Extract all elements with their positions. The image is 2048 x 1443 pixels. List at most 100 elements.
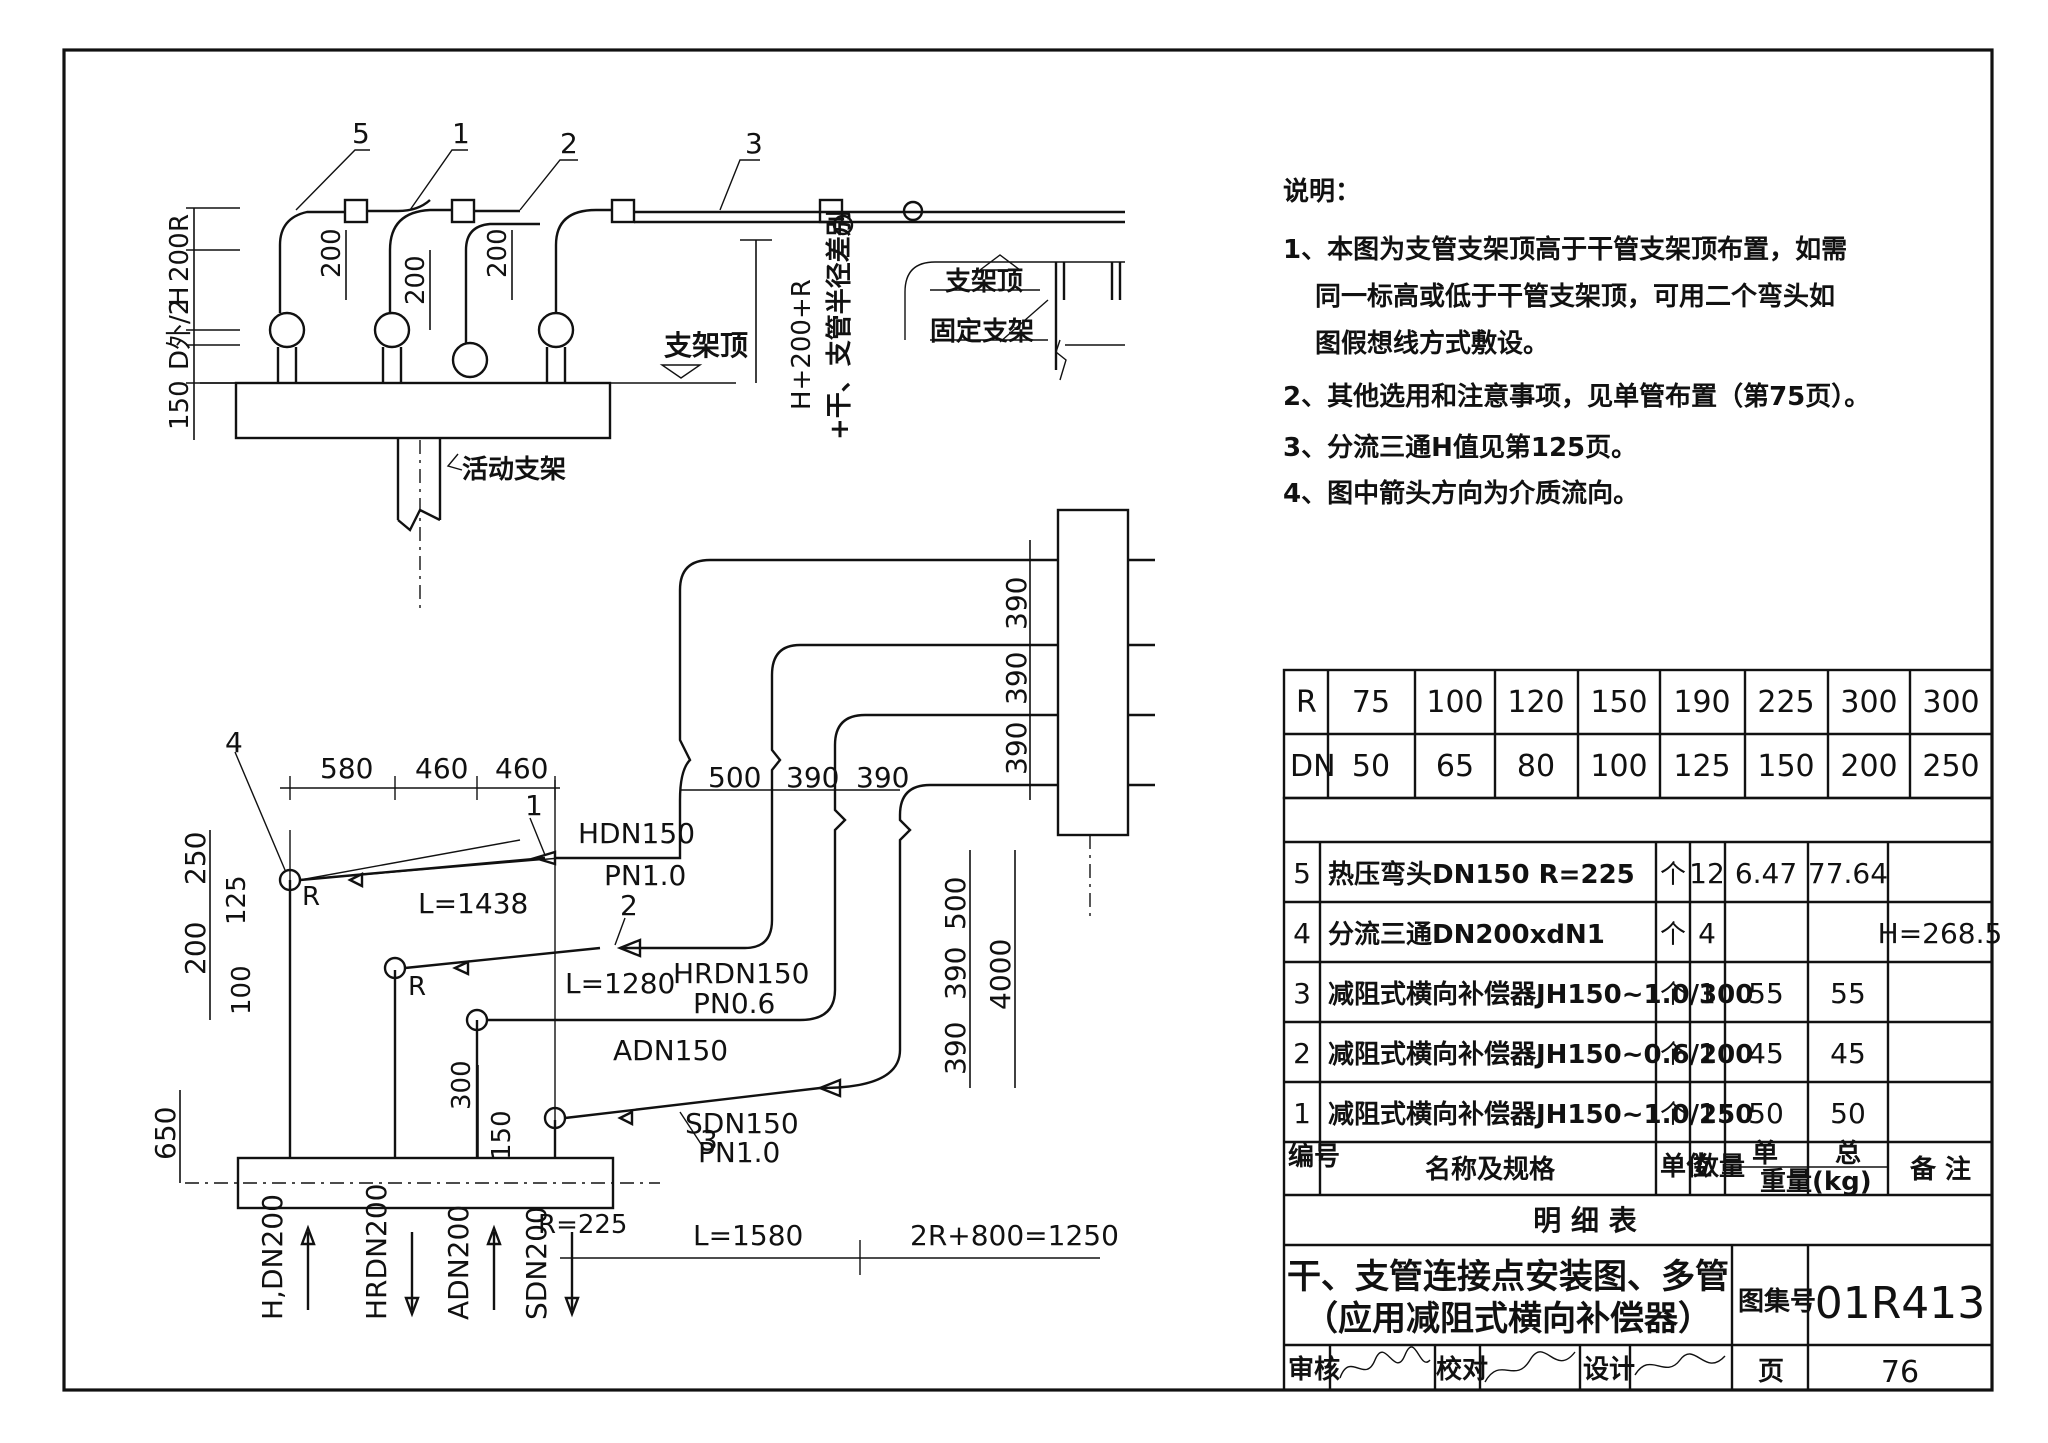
plan-callout-1: 1 [525, 789, 543, 822]
dim-r-left: R [165, 214, 195, 232]
hdr-name: 名称及规格 [1425, 1154, 1556, 1185]
parts-no-cell: 1 [1293, 1097, 1311, 1130]
title-line-2: （应用减阻式横向补偿器） [1304, 1299, 1712, 1339]
rdn-dn-cell: 250 [1922, 749, 1979, 784]
rdn-dn-cell: 150 [1757, 749, 1814, 784]
parts-name-cell: 分流三通DN200xdN1 [1328, 920, 1605, 950]
rdn-r-cell: 225 [1757, 685, 1814, 720]
callout-4-leader [234, 751, 286, 871]
label-l1280: L=1280 [565, 967, 675, 1000]
pipe-sdn150 [564, 783, 1058, 1120]
callout-3: 3 [745, 127, 763, 160]
parts-unit-cell: 个 [1660, 1040, 1686, 1070]
dim-460-a: 460 [415, 752, 468, 785]
branch-pipe-3 [451, 222, 540, 379]
dim-200-plan: 200 [179, 922, 212, 975]
rdn-dn-cell: 100 [1590, 749, 1647, 784]
label-l1580: L=1580 [693, 1219, 803, 1252]
parts-unitw-cell: 50 [1748, 1097, 1784, 1130]
label-sdn150: SDN150 [685, 1107, 799, 1140]
title-block: 干、支管连接点安装图、多管 （应用减阻式横向补偿器） 图集号 01R413 审核… [1284, 1245, 1992, 1390]
support-top-label: 支架顶 [664, 329, 748, 362]
note-2: 2、其他选用和注意事项，见单管布置（第75页）。 [1283, 381, 1870, 412]
title-line-1: 干、支管连接点安装图、多管 [1287, 1257, 1729, 1297]
parts-totalw-cell: 77.64 [1808, 857, 1888, 890]
sliding-support-label: 活动支架 [462, 455, 566, 485]
signature-check [1484, 1351, 1576, 1383]
design-label: 设计 [1583, 1355, 1635, 1385]
dim-460-b: 460 [495, 752, 548, 785]
dim-d-half: D外/2 [165, 299, 195, 370]
hdr-weight: 重量(kg) [1760, 1167, 1872, 1197]
rdn-r-cell: 100 [1426, 685, 1483, 720]
plan-callout-2: 2 [620, 889, 638, 922]
support-column [396, 438, 442, 532]
dim-390-a: 390 [786, 761, 839, 794]
callout-2-leader [519, 159, 578, 211]
height-label-1: H+200+R [787, 279, 817, 410]
header-valve [902, 200, 924, 222]
page-label: 页 [1758, 1357, 1784, 1387]
comp-3 [816, 1078, 842, 1098]
table-caption: 明 细 表 [1533, 1204, 1637, 1237]
parts-totalw-cell: 50 [1830, 1097, 1866, 1130]
dim-right-390-b: 390 [1000, 652, 1033, 705]
left-dim-chain [186, 207, 240, 384]
parts-unit-cell: 个 [1660, 860, 1686, 890]
label-hrdn150: HRDN150 [673, 957, 809, 990]
sliding-leader [446, 453, 463, 471]
rdn-dn-cell: 65 [1436, 749, 1474, 784]
callout-5-leader [295, 149, 370, 211]
dim-200-c: 200 [483, 228, 513, 278]
dim-right-390-a: 390 [1000, 577, 1033, 630]
review-label: 审核 [1288, 1354, 1340, 1385]
fixed-support-label: 固定支架 [930, 316, 1034, 347]
rdn-r-cell: 150 [1590, 685, 1647, 720]
rdn-r-cell: 300 [1922, 685, 1979, 720]
callout-2: 2 [560, 127, 578, 160]
label-l1438: L=1438 [418, 887, 528, 920]
r-label-1: R [302, 882, 320, 912]
dim-500: 500 [708, 761, 761, 794]
support-top-label-right: 支架顶 [945, 267, 1023, 297]
parts-name-cell: 减阻式横向补偿器JH150~0.6/200 [1328, 1039, 1753, 1070]
header-block-right [1056, 508, 1130, 837]
parts-name-cell: 减阻式横向补偿器JH150~1.0/300 [1328, 979, 1753, 1010]
inner-dims [345, 230, 513, 330]
dim-390-b: 390 [856, 761, 909, 794]
dim-150-left: 150 [165, 380, 195, 430]
plan-callout-4: 4 [225, 726, 243, 759]
rdn-dn-cell: 80 [1517, 749, 1555, 784]
hdr-no: 编号 [1288, 1141, 1340, 1172]
parts-name-cell: 减阻式横向补偿器JH150~1.0/250 [1328, 1099, 1753, 1130]
note-4: 4、图中箭头方向为介质流向。 [1283, 478, 1639, 509]
parts-qty-cell: 12 [1689, 857, 1725, 890]
label-sdn-pn: PN1.0 [698, 1136, 780, 1169]
dim-low-390-a: 390 [939, 947, 972, 1000]
parts-no-cell: 5 [1293, 857, 1311, 890]
bottom-label-s: SDN200 [520, 1206, 553, 1320]
branch-pipe-2 [373, 198, 520, 383]
parts-unit-cell: 个 [1660, 980, 1686, 1010]
notes-block: 说明： 1、本图为支管支架顶高于干管支架顶布置，如需 同一标高或低于干管支架顶，… [1283, 177, 1870, 509]
branch-pipe-1 [268, 198, 431, 383]
r-label-2: R [408, 972, 426, 1002]
plan-view: 580 460 460 500 390 390 390 390 390 500 … [149, 508, 1155, 1320]
parts-no-cell: 2 [1293, 1037, 1311, 1070]
label-hdn150: HDN150 [578, 817, 695, 850]
check-label: 校对 [1436, 1354, 1488, 1385]
dim-100: 100 [227, 965, 257, 1015]
fixed-support-detail [904, 254, 1125, 381]
atlas-label: 图集号 [1738, 1286, 1816, 1317]
parts-totalw-cell: 45 [1830, 1037, 1866, 1070]
note-1c: 图假想线方式敷设。 [1315, 328, 1549, 359]
bottom-label-hr: HRDN200 [360, 1184, 393, 1320]
hdr-total-w: 总 [1835, 1139, 1861, 1169]
dim-4000: 4000 [984, 939, 1017, 1010]
label-r225: R=225 [538, 1210, 627, 1240]
callout-3-leader [719, 159, 760, 211]
hdr-remark: 备 注 [1909, 1154, 1971, 1185]
